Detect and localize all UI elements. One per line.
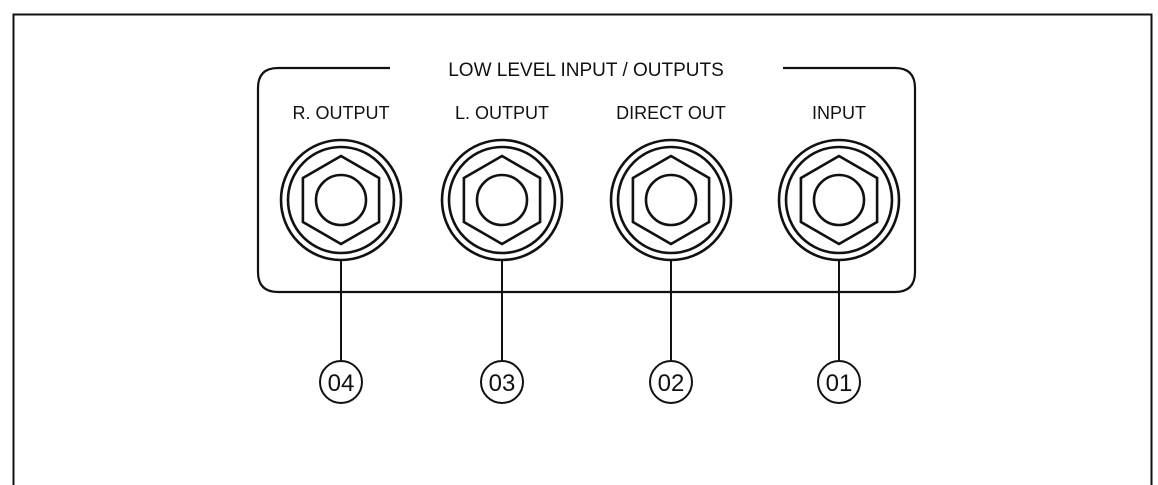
jack-outer-ring <box>777 138 901 262</box>
jack-socket <box>644 173 698 227</box>
callout-circle <box>817 360 861 404</box>
jack-inner-ring <box>286 145 396 255</box>
outer-frame <box>12 13 1153 485</box>
jack-outer-ring <box>609 138 733 262</box>
callout-circle <box>319 360 363 404</box>
jack-inner-ring <box>784 145 894 255</box>
jack-hex-nut <box>462 154 542 246</box>
jack-label: R. OUTPUT <box>293 103 390 123</box>
group-box <box>256 66 917 294</box>
jack-socket <box>314 173 368 227</box>
jack-label: INPUT <box>812 103 866 123</box>
jack-outer-ring <box>440 138 564 262</box>
jack-label: DIRECT OUT <box>616 103 726 123</box>
jack-hex-nut <box>631 154 711 246</box>
callout-number: 02 <box>658 370 685 397</box>
jack-hex-nut <box>799 154 879 246</box>
jack-socket <box>475 173 529 227</box>
callout-number: 03 <box>489 370 516 397</box>
panel-title: LOW LEVEL INPUT / OUTPUTS <box>448 60 724 81</box>
jack-hex-nut <box>301 154 381 246</box>
callout-number: 04 <box>328 370 355 397</box>
jacks-layer: R. OUTPUT 04 L. OUTPUT 03 DIRECT OUT 02 INPUT 0… <box>279 103 901 404</box>
jack-socket <box>812 173 866 227</box>
jack-label: L. OUTPUT <box>455 103 549 123</box>
callout-circle <box>480 360 524 404</box>
jack-inner-ring <box>447 145 557 255</box>
jack-outer-ring <box>279 138 403 262</box>
jack-inner-ring <box>616 145 726 255</box>
callout-circle <box>649 360 693 404</box>
callout-number: 01 <box>826 370 853 397</box>
